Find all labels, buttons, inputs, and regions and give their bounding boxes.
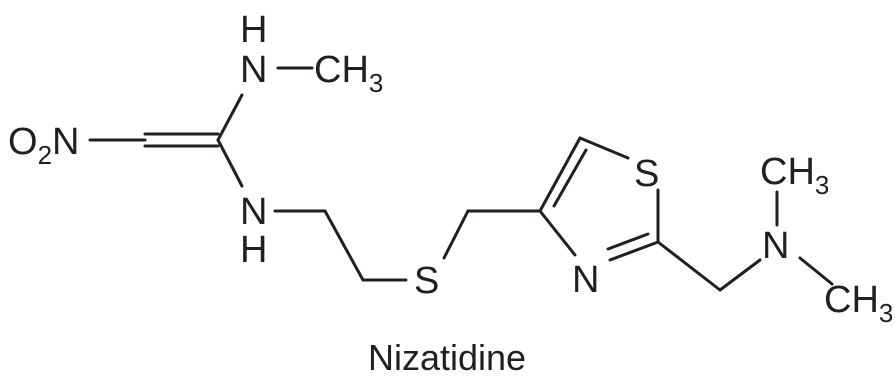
bond-carbon-to-nh-top xyxy=(216,93,244,142)
bonds xyxy=(88,66,834,292)
label-methyl-top: CH3 xyxy=(314,49,383,98)
bond-ring-to-ch2 xyxy=(656,240,722,292)
atom-labels: O2N H N CH3 N H S S N N CH3 CH3 xyxy=(8,9,893,328)
bond-ring-c5-s xyxy=(578,136,630,160)
label-nh-top-nitrogen: N xyxy=(240,49,267,91)
bond-amine-to-methyl-bottom xyxy=(798,256,834,286)
bond-ring-c4-c5 xyxy=(538,136,582,213)
label-sulfur-chain: S xyxy=(414,260,439,302)
bond-ring-c2-n xyxy=(608,240,660,262)
label-methyl-amine-bottom: CH3 xyxy=(824,279,893,328)
molecule-name-caption: Nizatidine xyxy=(368,337,526,378)
label-nitro-group: O2N xyxy=(8,121,79,170)
bond-chain-ch2-ch2 xyxy=(323,209,365,282)
bond-ring-c4-c5-inner xyxy=(552,148,588,208)
label-sulfur-ring: S xyxy=(634,153,659,195)
bond-ch2-to-amine xyxy=(718,258,762,292)
label-nh-bottom-nitrogen: N xyxy=(240,191,267,233)
label-nitrogen-amine: N xyxy=(762,225,789,267)
bond-sulfur-to-ch2 xyxy=(442,209,470,260)
bond-ring-c2-n-inner xyxy=(606,232,650,251)
label-nh-bottom-hydrogen: H xyxy=(240,229,267,271)
label-nitrogen-ring: N xyxy=(572,259,599,301)
bond-ring-n-c4 xyxy=(538,209,577,257)
label-nh-top-hydrogen: H xyxy=(240,9,267,51)
label-methyl-amine-top: CH3 xyxy=(760,151,829,200)
bond-carbon-to-nh-bottom xyxy=(216,138,244,188)
